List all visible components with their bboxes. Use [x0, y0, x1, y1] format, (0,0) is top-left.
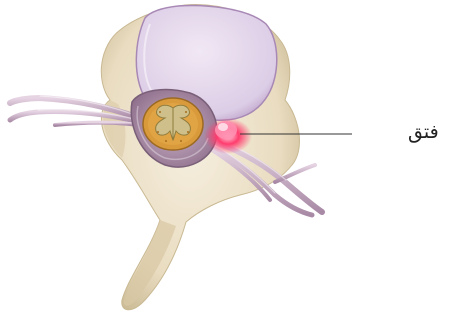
spinal-cord	[143, 98, 203, 150]
herniation-highlight	[204, 118, 252, 154]
herniation-label: فتق	[408, 121, 439, 143]
